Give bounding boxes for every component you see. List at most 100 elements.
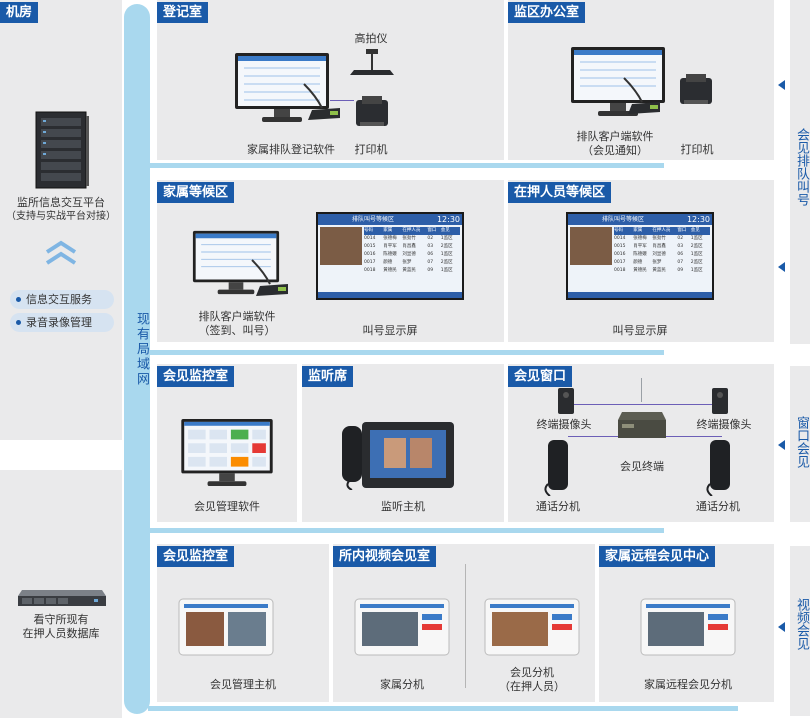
cell: 07	[677, 260, 684, 265]
col-header: 在押人员	[402, 228, 421, 233]
cell: 1监区	[690, 268, 703, 273]
cell: 0016	[614, 252, 626, 257]
col-header: 家属	[633, 228, 643, 233]
database-line2: 在押人员数据库	[22, 627, 100, 640]
cell: 张劲竹	[652, 236, 666, 241]
window-side-panel	[790, 366, 810, 522]
cell: 刘显德	[652, 252, 666, 257]
meet-terminal-icon	[618, 412, 666, 438]
side-label-window: 窗口会见	[794, 416, 809, 468]
database-line1: 看守所现有	[33, 613, 89, 626]
cell: 陈德娥	[633, 252, 647, 257]
col-header: 在押人员	[652, 228, 671, 233]
monitor-icon	[235, 53, 329, 122]
inner-video-title: 所内视频会见室	[333, 546, 437, 567]
printer-icon	[680, 74, 712, 104]
cell: 2监区	[440, 260, 453, 265]
cell: 1监区	[440, 252, 453, 257]
management-monitor-icon	[181, 418, 273, 487]
family-screen-label: 叫号显示屏	[362, 324, 418, 337]
register-software-label: 家属排队登记软件	[247, 143, 335, 156]
office-software-line1: 排队客户端软件	[576, 130, 654, 143]
screen-time: 12:30	[436, 215, 460, 224]
microphone-icon	[251, 259, 288, 296]
register-room-panel	[157, 0, 504, 160]
scanner-label: 高拍仪	[354, 32, 388, 45]
cell: 0016	[364, 252, 376, 257]
platform-subtitle: （支持与实战平台对接）	[6, 211, 116, 222]
cell: 09	[427, 268, 434, 273]
cell: 2监区	[440, 244, 453, 249]
cell: 06	[427, 252, 434, 257]
remote-ext-label: 家属远程会见分机	[644, 678, 732, 691]
side-label-queue: 会见排队叫号	[794, 128, 809, 206]
register-room-title: 登记室	[157, 2, 209, 23]
col-header: 号码	[614, 228, 623, 233]
cell: 1监区	[440, 236, 453, 241]
cell: 1监区	[690, 252, 703, 257]
cell: 颜德	[633, 260, 643, 265]
listen-host-label: 监听主机	[381, 500, 425, 513]
meet-software-label: 会见管理软件	[194, 500, 260, 513]
remote-extension-icon	[640, 598, 736, 656]
inmate-waiting-title: 在押人员等候区	[508, 182, 612, 203]
arrow-left-icon	[778, 80, 785, 90]
server-rack-icon	[35, 111, 89, 189]
video-monitor-title: 会见监控室	[157, 546, 235, 567]
col-header: 会见	[440, 228, 450, 233]
cell: 1监区	[440, 268, 453, 273]
screen-time: 12:30	[686, 215, 710, 224]
video-side-panel	[790, 546, 810, 716]
listen-seat-title: 监听席	[302, 366, 354, 387]
cell: 张德梅	[633, 236, 647, 241]
cell: 黄德民	[633, 268, 647, 273]
microphone-icon	[623, 77, 660, 114]
cell: 0015	[364, 244, 376, 249]
inmate-extension-icon	[484, 598, 580, 656]
video-host-icon	[178, 598, 274, 656]
col-header: 窗口	[677, 228, 687, 233]
lan-branch-2	[148, 350, 664, 355]
document-camera-icon	[350, 49, 394, 75]
arrow-left-icon	[778, 622, 785, 632]
cell: 2监区	[690, 260, 703, 265]
camera-right-label: 终端摄像头	[696, 418, 752, 431]
col-header: 家属	[383, 228, 393, 233]
camera-left-label: 终端摄像头	[536, 418, 592, 431]
cell: 0017	[614, 260, 626, 265]
cell: 张劲竹	[402, 236, 416, 241]
phone-left-label: 通话分机	[536, 500, 580, 513]
cell: 肖平军	[633, 244, 647, 249]
lan-label: 现有局域网	[134, 312, 149, 387]
office-printer-label: 打印机	[680, 143, 714, 156]
connector	[568, 404, 722, 405]
cell: 06	[677, 252, 684, 257]
side-label-video: 视频会见	[794, 598, 809, 650]
cell: 张梦	[652, 260, 662, 265]
cell: 刘显德	[402, 252, 416, 257]
queue-side-panel	[790, 0, 810, 344]
inmate-ext-line1: 会见分机	[510, 666, 554, 679]
service-recording: 录音录像管理	[10, 313, 114, 332]
cell: 09	[677, 268, 684, 273]
office-software-line2: （会见通知）	[582, 144, 648, 157]
cell: 黄德民	[383, 268, 397, 273]
platform-title: 监所信息交互平台	[17, 196, 105, 209]
db-server-icon	[18, 590, 106, 606]
inmate-ext-line2: （在押人员）	[499, 680, 565, 693]
cell: 颜德	[383, 260, 393, 265]
inmate-screen-label: 叫号显示屏	[612, 324, 668, 337]
cell: 张德梅	[383, 236, 397, 241]
family-software-line2: （签到、叫号）	[198, 324, 276, 337]
cell: 03	[677, 244, 684, 249]
cell: 1监区	[690, 236, 703, 241]
cell: 黄蓝民	[652, 268, 666, 273]
microphone-icon	[303, 83, 340, 120]
remote-center-title: 家属远程会见中心	[599, 546, 716, 567]
screen-header: 排队叫号等候区	[352, 216, 395, 223]
cell: 黄蓝民	[402, 268, 416, 273]
connector	[330, 100, 354, 101]
cell: 肖平军	[383, 244, 397, 249]
connector	[641, 378, 642, 402]
